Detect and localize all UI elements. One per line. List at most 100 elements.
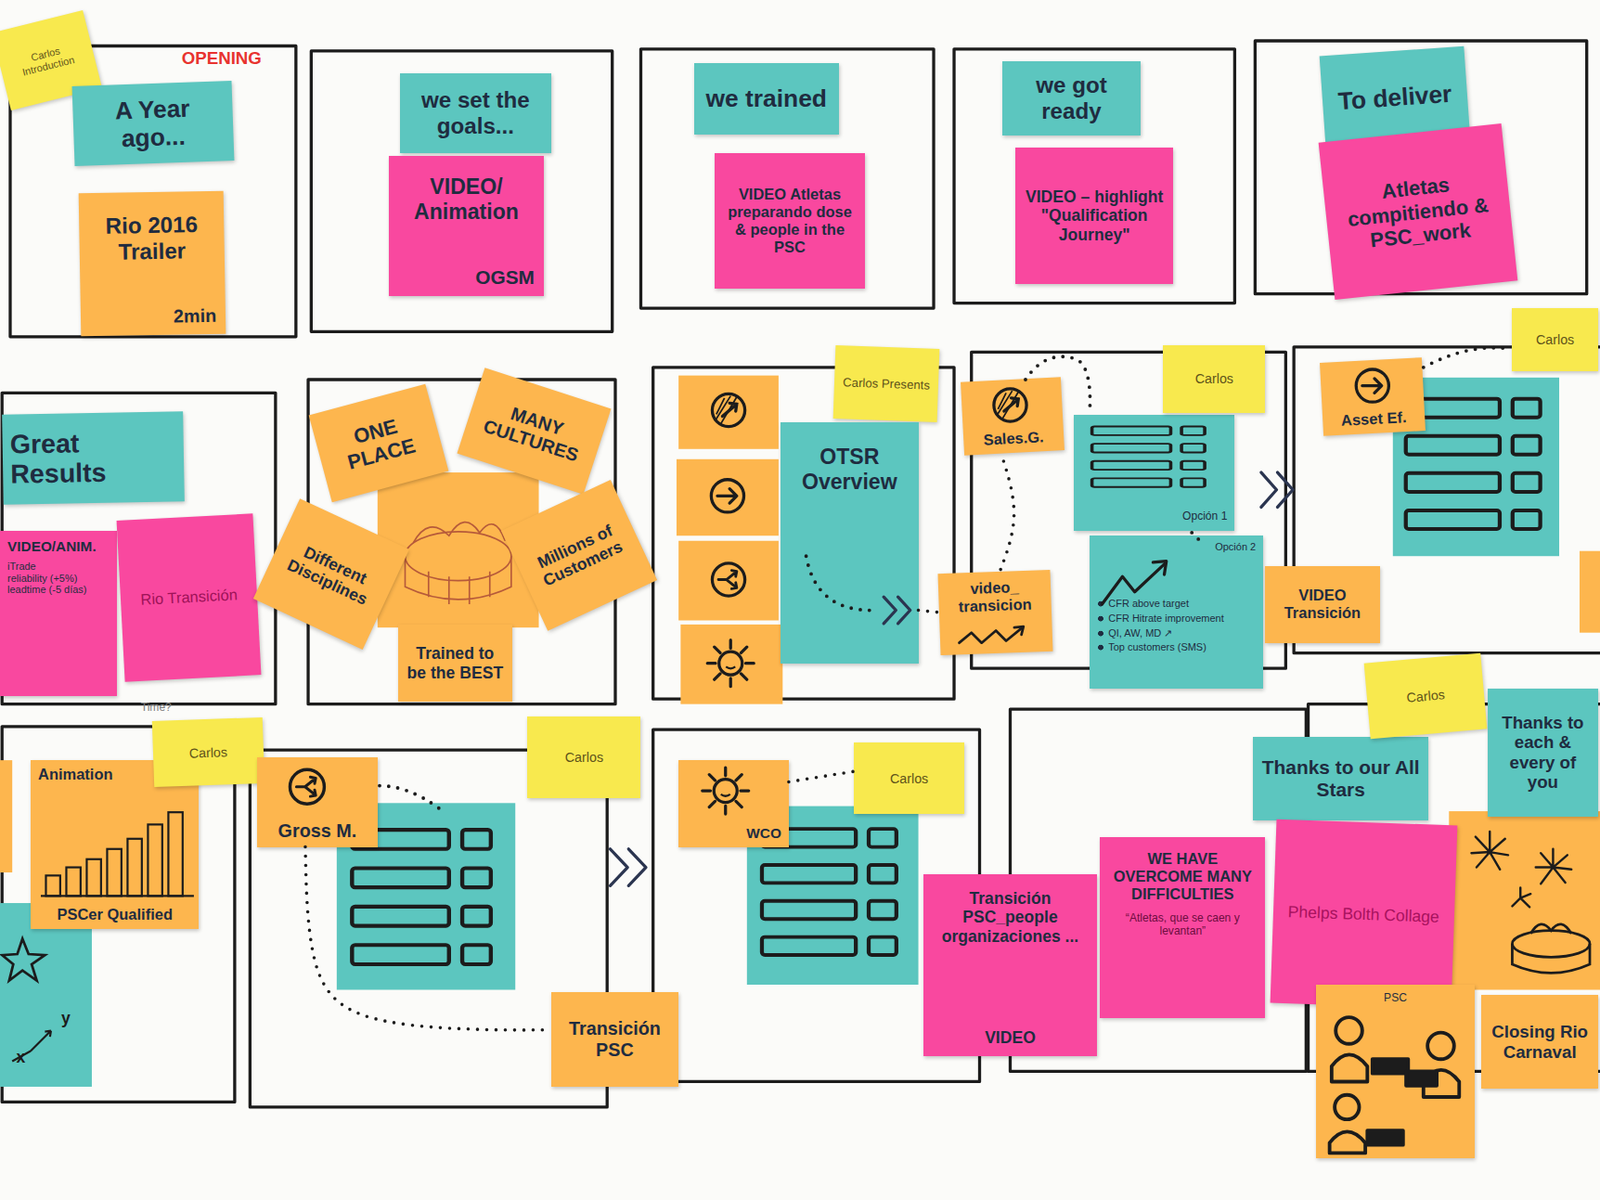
sticky-text: A Year ago... [79,92,227,155]
presenter-note: Carlos [152,717,265,788]
sticky-text: QI, AW, MD ↗ [1096,627,1256,640]
transition-sticky: Transición PSC [551,992,679,1087]
presenter-note: Carlos Presents [833,345,941,423]
sticky-text: Rio 2016 Trailer [88,211,216,266]
dotted-connector [788,771,854,782]
scene-heading: we set the goals... [400,73,552,154]
sticky-text: VIDEO/ Animation [398,174,535,224]
axis-label: y [61,1009,71,1028]
bar-chart [40,812,194,896]
content-sticky: PSC [1316,984,1474,1159]
sticky-text: CFR above target [1096,597,1256,610]
sticky-text: Carlos [861,771,957,787]
sticky-text: Sales.G. [968,427,1059,451]
sticky-text: Carlos Introduction [5,38,89,81]
sticky-text: PSCer Qualified [38,905,192,924]
sticky-text: Carlos [534,749,633,765]
content-sticky: Rio 2016 Trailer 2min [77,190,226,336]
icon-sticky [676,375,783,705]
scene-heading: Thanks to each & every of you [1487,688,1599,816]
sticky-text: VIDEO [932,1028,1088,1047]
keyword-sticky: Millions of Customers [501,479,658,631]
sticky-text: WE HAVE OVERCOME MANY DIFFICULTIES [1109,850,1256,904]
sticky-text: CFR Hitrate improvement [1096,612,1256,625]
presenter-note: Carlos [527,716,641,799]
option-sticky: Opción 2 CFR above targetCFR Hitrate impr… [1089,535,1264,689]
dotted-connector [1000,455,1014,570]
presenter-note: Carlos [853,742,965,814]
kpi-sticky: WCO [678,760,789,847]
content-sticky: OTSR Overview [780,422,918,663]
sales-icon [993,388,1027,422]
presenter-note: Carlos [1511,308,1598,372]
sticky-text: Opción 2 [1096,541,1256,554]
sticky-text: Atletas compitiendo & PSC_work [1330,167,1507,256]
sticky-text: Gross M. [262,820,373,842]
sticky-text: video_ transicion [944,577,1044,617]
sticky-text: PSC [1323,992,1467,1006]
sticky-text: OGSM [398,266,535,289]
sticky-text: Millions of Customers [522,516,634,595]
sticky-text: leadtime (-5 días) [7,583,110,596]
sticky-text: To deliver [1329,79,1461,117]
sticky-text: 2min [90,305,218,329]
gross-margin-icon [289,769,324,804]
asset-icon [1355,369,1389,402]
people-drawing [1329,1017,1460,1153]
dotted-path [379,348,1510,809]
sticky-text: Opción 1 [1081,510,1228,524]
keyword-sticky: ONE PLACE [309,384,449,503]
sticky-text: VIDEO Atletas preparando dose & people i… [722,185,859,257]
content-sticky: WE HAVE OVERCOME MANY DIFFICULTIES“Atlet… [1099,837,1265,1020]
fireworks-sticky [1448,811,1600,990]
wco-icon [702,767,749,814]
video-sticky: VIDEO Atletas preparando dose & people i… [714,153,866,289]
kpi-sticky: Gross M. [257,757,378,848]
list-sketch [1092,426,1205,488]
frame [1,40,1600,1108]
trend-arrow [1101,561,1166,605]
section-label: OPENING [181,49,262,69]
sticky-text: we got ready [1009,72,1135,125]
transition-sticky: VIDEO Transición [1264,566,1380,643]
presenter-note: Carlos [1162,345,1265,414]
dotted-connector [305,847,552,1031]
chevron [609,472,1293,886]
sticky-text: we set the goals... [407,87,544,140]
sticky-text: Great Results [10,425,178,491]
sticky-text: Phelps Bolth Collage [1280,902,1447,927]
sticky-text: Carlos [1170,371,1258,387]
dotted-connector [918,610,938,613]
presenter-note: Carlos [1364,653,1488,740]
axis-label: x [16,1048,26,1067]
sticky-text: Different Disciplines [275,534,388,614]
sticky-text: Closing Rio Carnaval [1488,1021,1590,1062]
sticky-text: OTSR Overview [787,444,911,494]
note-label: Time? [141,701,172,714]
kpi-sticky: Sales.G. [960,376,1065,456]
scene-heading: Thanks to our All Stars [1252,736,1429,821]
sticky-text: VIDEO Transición [1272,586,1372,622]
sticky-text: Thanks to each & every of you [1495,712,1591,793]
zigzag-arrow [959,626,1024,644]
scene-heading: we trained [694,63,839,135]
sticky-text: VIDEO – highlight "Qualification Journey… [1022,187,1166,245]
sticky-text: Thanks to our All Stars [1260,756,1421,801]
sticky-text: MANY CULTURES [471,392,597,470]
sticky-text: ONE PLACE [321,406,436,479]
sticky-text: Carlos [160,743,257,762]
sticky-text: Carlos [1519,332,1590,348]
video-sticky: Transición PSC_people organizaciones ...… [923,874,1097,1057]
sticky-text: Trained to be the BEST [405,644,505,682]
video-sticky: VIDEO/ AnimationOGSM [388,155,544,297]
sticky-text: VIDEO/ANIM. [7,538,110,555]
keyword-sticky: Different Disciplines [253,498,410,649]
video-sticky: Atletas compitiendo & PSC_work [1318,123,1519,300]
sticky-text: Top customers (SMS) [1096,641,1256,654]
scene-heading: A Year ago... [72,80,234,167]
sticky-text: WCO [683,825,782,842]
sticky-text: Carlos [1374,683,1478,709]
chart-sticky [0,903,92,1087]
